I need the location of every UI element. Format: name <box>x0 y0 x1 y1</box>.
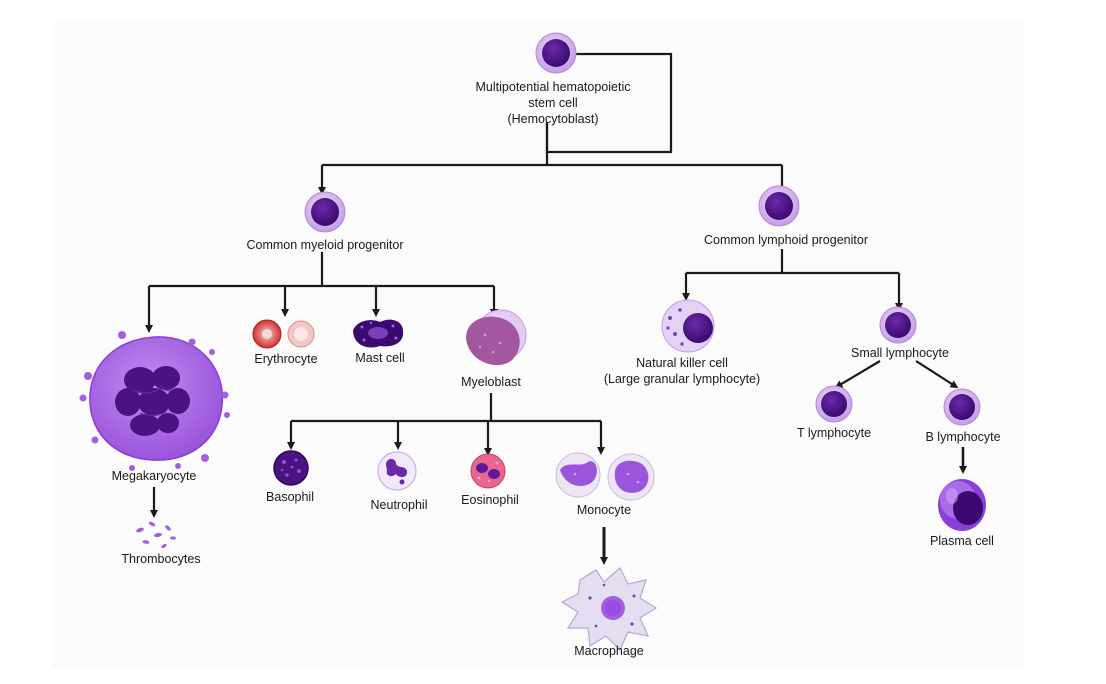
basophil-label: Basophil <box>266 490 314 504</box>
megakaryocyte-icon <box>79 331 230 471</box>
erythrocyte-icon <box>252 319 315 349</box>
t-lymphocyte-label: T lymphocyte <box>796 426 872 440</box>
monocyte-icon <box>555 452 655 501</box>
natural-killer-cell-label-line2: (Large granular lymphocyte) <box>603 372 761 386</box>
stem-cell-label-line3: (Hemocytoblast) <box>507 112 599 126</box>
plasma-cell-label: Plasma cell <box>930 534 994 548</box>
macrophage-label: Macrophage <box>574 644 644 658</box>
arrow-to-b-lymphocyte <box>915 360 959 389</box>
thrombocytes-label: Thrombocytes <box>121 552 201 566</box>
mast-cell-icon <box>353 319 404 348</box>
diagram-background <box>52 22 1024 668</box>
eosinophil-label: Eosinophil <box>461 493 519 507</box>
megakaryocyte-label: Megakaryocyte <box>111 469 197 483</box>
small-lymphocyte-icon <box>879 306 917 344</box>
macrophage-icon <box>560 567 658 652</box>
thrombocytes-icon <box>136 521 176 549</box>
lymphoid-progenitor-icon <box>758 185 800 227</box>
stem-cell-label: Multipotential hematopoietic stem cell (… <box>476 79 631 127</box>
arrow-to-t-lymphocyte <box>834 360 881 389</box>
small-lymphocyte-label: Small lymphocyte <box>851 346 949 360</box>
stem-cell-label-line2: stem cell <box>528 96 578 110</box>
natural-killer-cell-label: Natural killer cell (Large granular lymp… <box>604 355 760 387</box>
basophil-icon <box>273 450 309 486</box>
lymphoid-progenitor-label: Common lymphoid progenitor <box>704 233 868 247</box>
t-lymphocyte-icon <box>815 385 853 423</box>
myeloblast-label: Myeloblast <box>461 375 521 389</box>
natural-killer-cell-icon <box>661 299 715 353</box>
monocyte-label: Monocyte <box>576 503 632 517</box>
neutrophil-label: Neutrophil <box>370 498 428 512</box>
b-lymphocyte-label: B lymphocyte <box>925 430 1001 444</box>
myeloid-progenitor-label: Common myeloid progenitor <box>246 238 404 252</box>
eosinophil-icon <box>470 453 506 489</box>
stem-cell-icon <box>535 32 577 74</box>
b-lymphocyte-icon <box>943 388 981 426</box>
neutrophil-icon <box>377 451 417 491</box>
myeloblast-icon <box>466 309 527 366</box>
plasma-cell-icon <box>938 479 986 531</box>
mast-cell-label: Mast cell <box>355 351 405 365</box>
natural-killer-cell-label-line1: Natural killer cell <box>636 356 728 370</box>
myeloid-progenitor-icon <box>304 191 346 233</box>
connector-lines <box>145 52 967 565</box>
stem-cell-label-line1: Multipotential hematopoietic <box>475 80 631 94</box>
erythrocyte-label: Erythrocyte <box>254 352 318 366</box>
